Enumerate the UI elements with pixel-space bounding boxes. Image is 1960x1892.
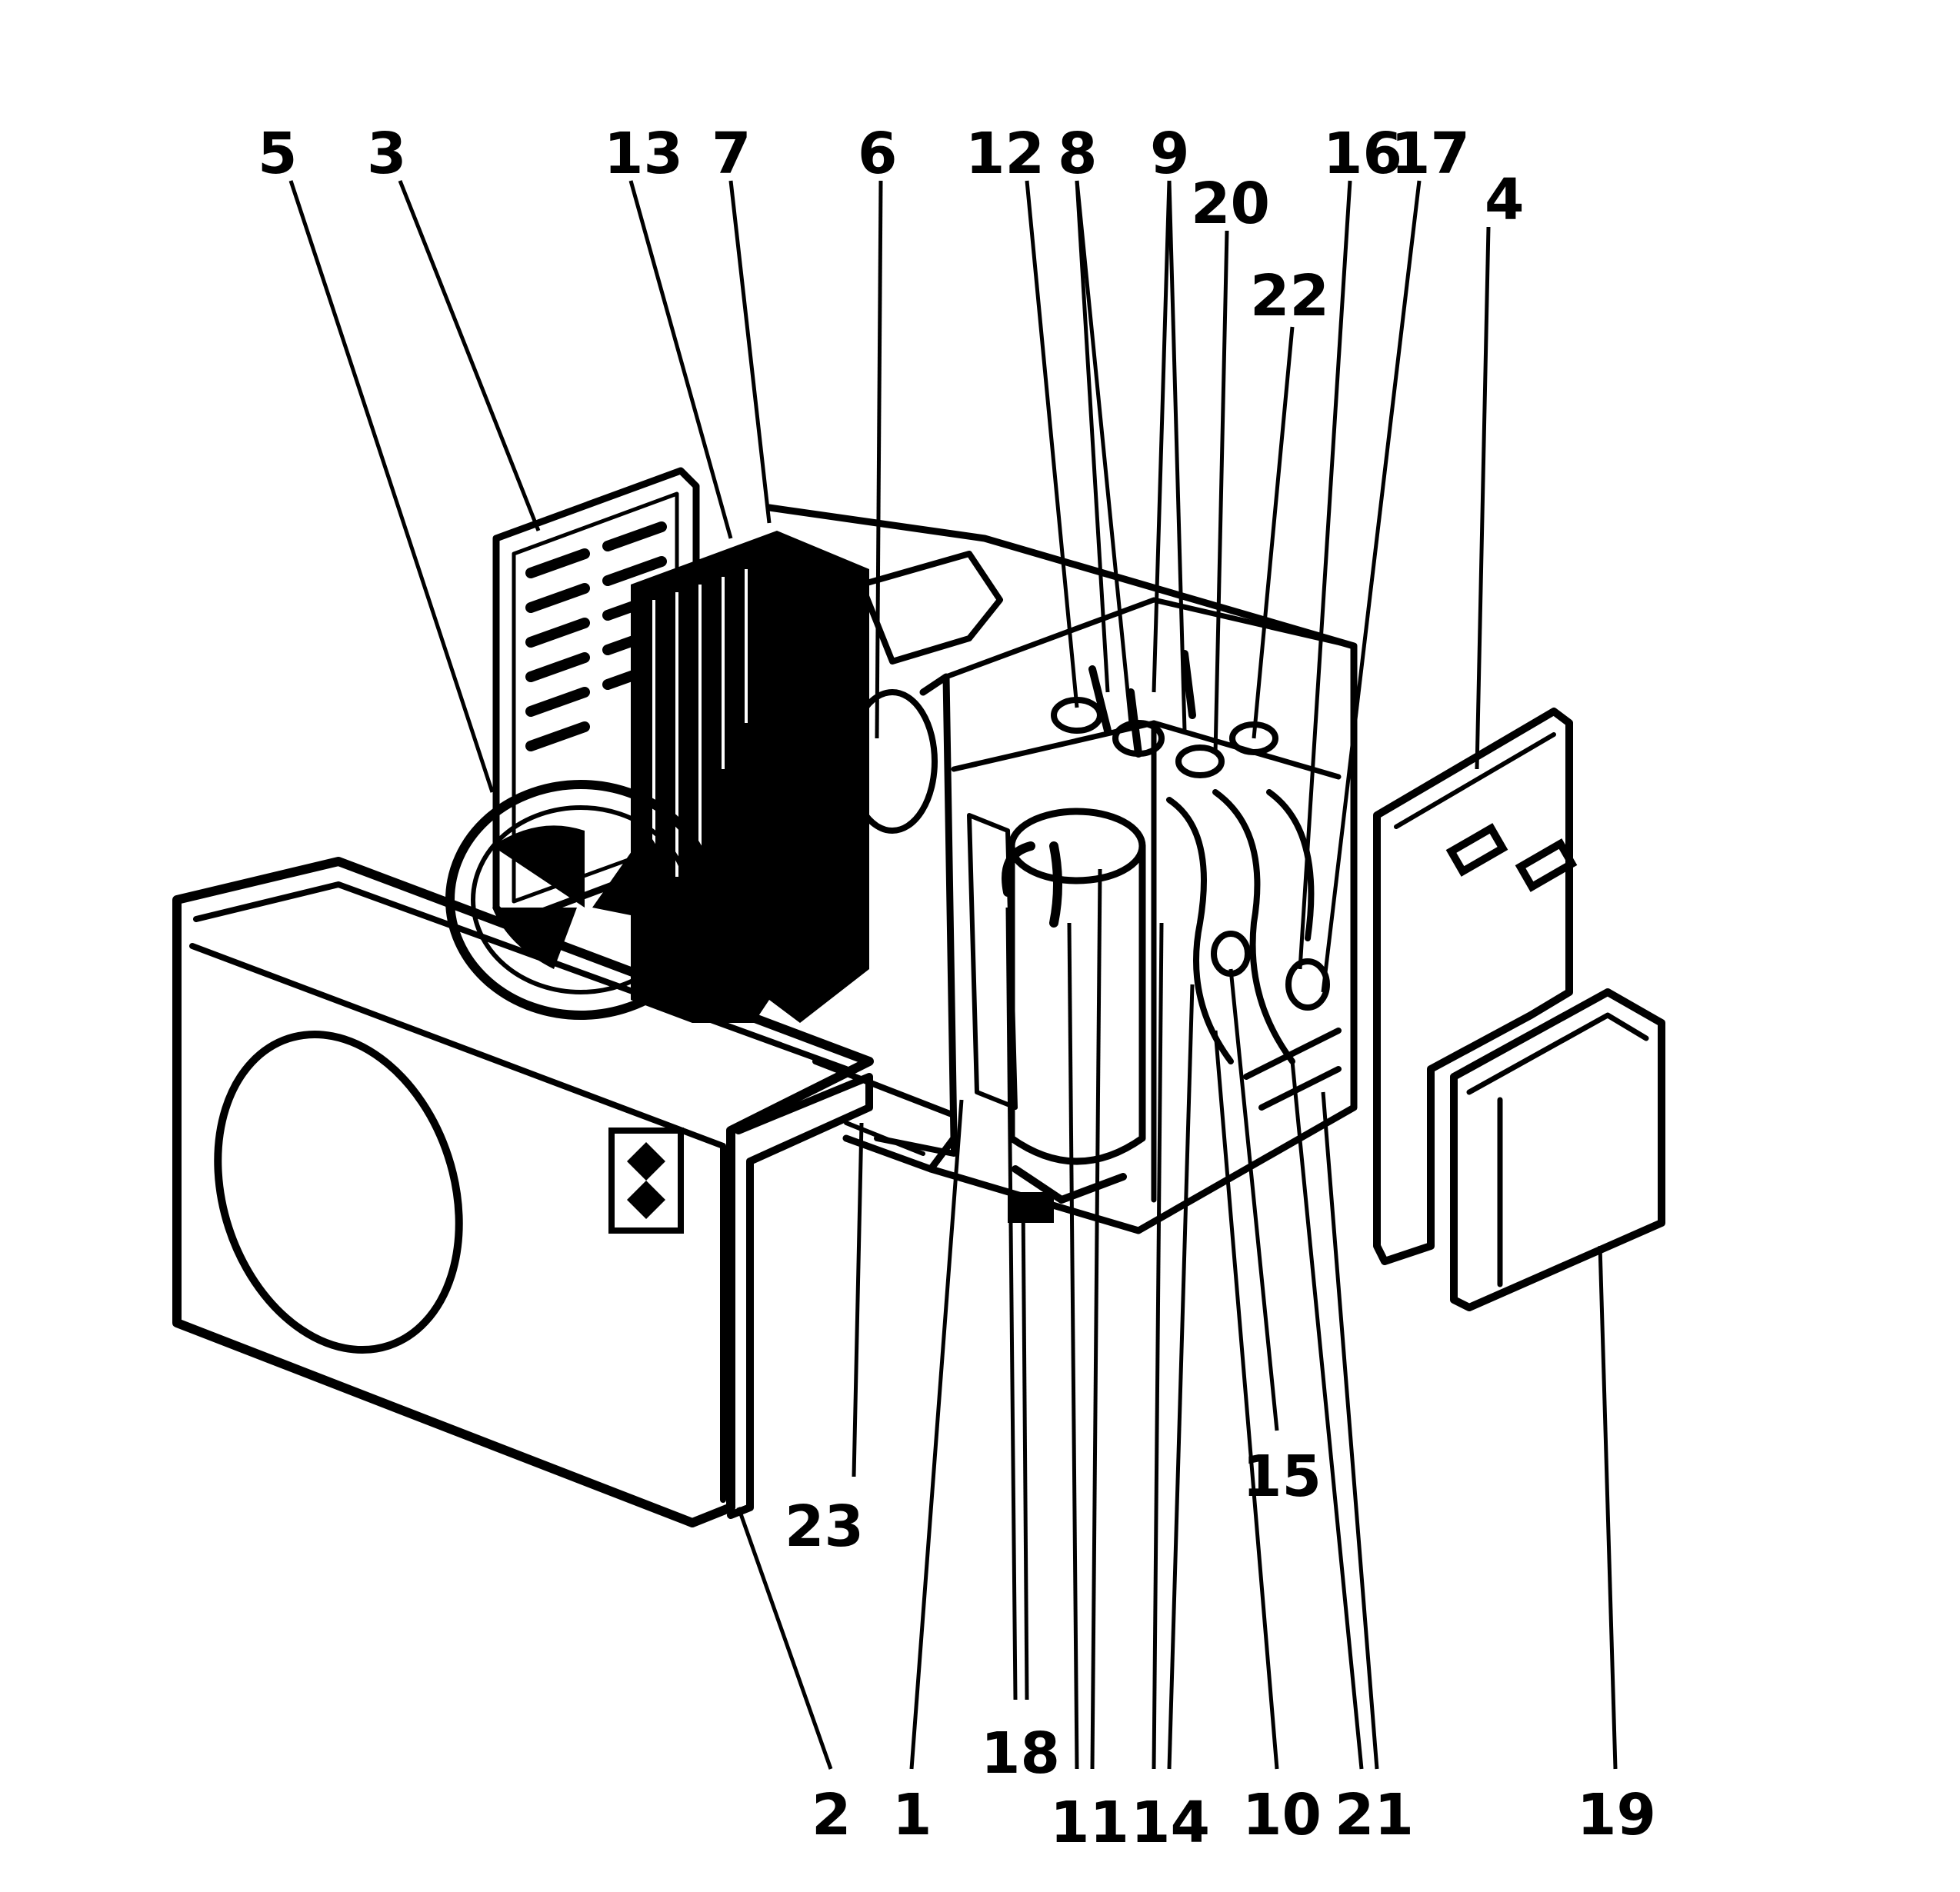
fan-motor-bracket: [847, 551, 1003, 834]
callout-21: 21: [1335, 1782, 1414, 1848]
callout-2: 2: [812, 1782, 852, 1848]
compressor: [1002, 808, 1146, 1223]
leader-5: [288, 180, 495, 793]
callout-15: 15: [1242, 1444, 1322, 1510]
callout-3: 3: [367, 121, 407, 187]
callout-4: 4: [1485, 167, 1525, 233]
side-panel: [1373, 708, 1578, 1265]
leader-9b: [1167, 180, 1187, 731]
base-pan: [812, 1058, 957, 1157]
callout-5: 5: [258, 121, 298, 187]
leader-21b: [1321, 1091, 1379, 1770]
leader-2: [736, 1507, 833, 1770]
callout-13: 13: [604, 121, 683, 187]
leader-8b: [1075, 180, 1133, 724]
callout-11: 11: [1050, 1790, 1129, 1856]
heat-exchanger-coil: [631, 531, 869, 1023]
callout-1: 1: [892, 1782, 932, 1848]
leader-15: [1228, 968, 1279, 1431]
leader-1: [909, 1099, 964, 1770]
leader-19: [1598, 1245, 1618, 1770]
leader-21a: [1290, 1061, 1364, 1770]
leader-23: [852, 1122, 864, 1477]
leader-3: [398, 180, 541, 531]
front-panel: [172, 857, 874, 1527]
callout-17: 17: [1391, 121, 1470, 187]
callout-20: 20: [1191, 171, 1270, 237]
leader-9a: [1152, 180, 1172, 693]
callout-9: 9: [1150, 121, 1190, 187]
leader-22: [1252, 326, 1295, 739]
callout-7: 7: [712, 121, 752, 187]
callout-12: 12: [965, 121, 1045, 187]
callout-8: 8: [1058, 121, 1098, 187]
callout-14: 14: [1131, 1790, 1210, 1856]
leader-4: [1475, 226, 1491, 770]
leader-17: [1321, 180, 1422, 993]
leader-6: [875, 180, 883, 739]
valves-and-piping: [1051, 650, 1342, 1111]
callout-labels: 5 3 13 7 6 12 8 9 20 16 17 4 22 23 15 2 …: [258, 121, 1656, 1856]
leader-11a: [1067, 922, 1079, 1770]
callout-10: 10: [1242, 1782, 1322, 1848]
callout-19: 19: [1577, 1782, 1656, 1848]
callout-23: 23: [785, 1494, 864, 1560]
leader-7: [728, 180, 772, 524]
leader-lines: [288, 180, 1618, 1770]
leader-16: [1298, 180, 1352, 970]
leader-18a: [1005, 907, 1018, 1700]
service-cover: [1450, 988, 1665, 1311]
cabinet-frame: [765, 504, 1358, 1234]
leader-8a: [1075, 180, 1110, 693]
leader-11b: [1090, 868, 1102, 1770]
leader-14b: [1167, 984, 1195, 1770]
callout-18: 18: [981, 1720, 1060, 1787]
callout-22: 22: [1250, 263, 1329, 329]
callout-16: 16: [1323, 121, 1402, 187]
leader-13: [628, 180, 733, 539]
callout-6: 6: [858, 121, 898, 187]
leader-20: [1213, 230, 1229, 754]
leader-10: [1213, 1030, 1279, 1770]
leader-18b: [1021, 1199, 1029, 1700]
leader-14a: [1152, 922, 1164, 1770]
leader-12: [1025, 180, 1079, 708]
